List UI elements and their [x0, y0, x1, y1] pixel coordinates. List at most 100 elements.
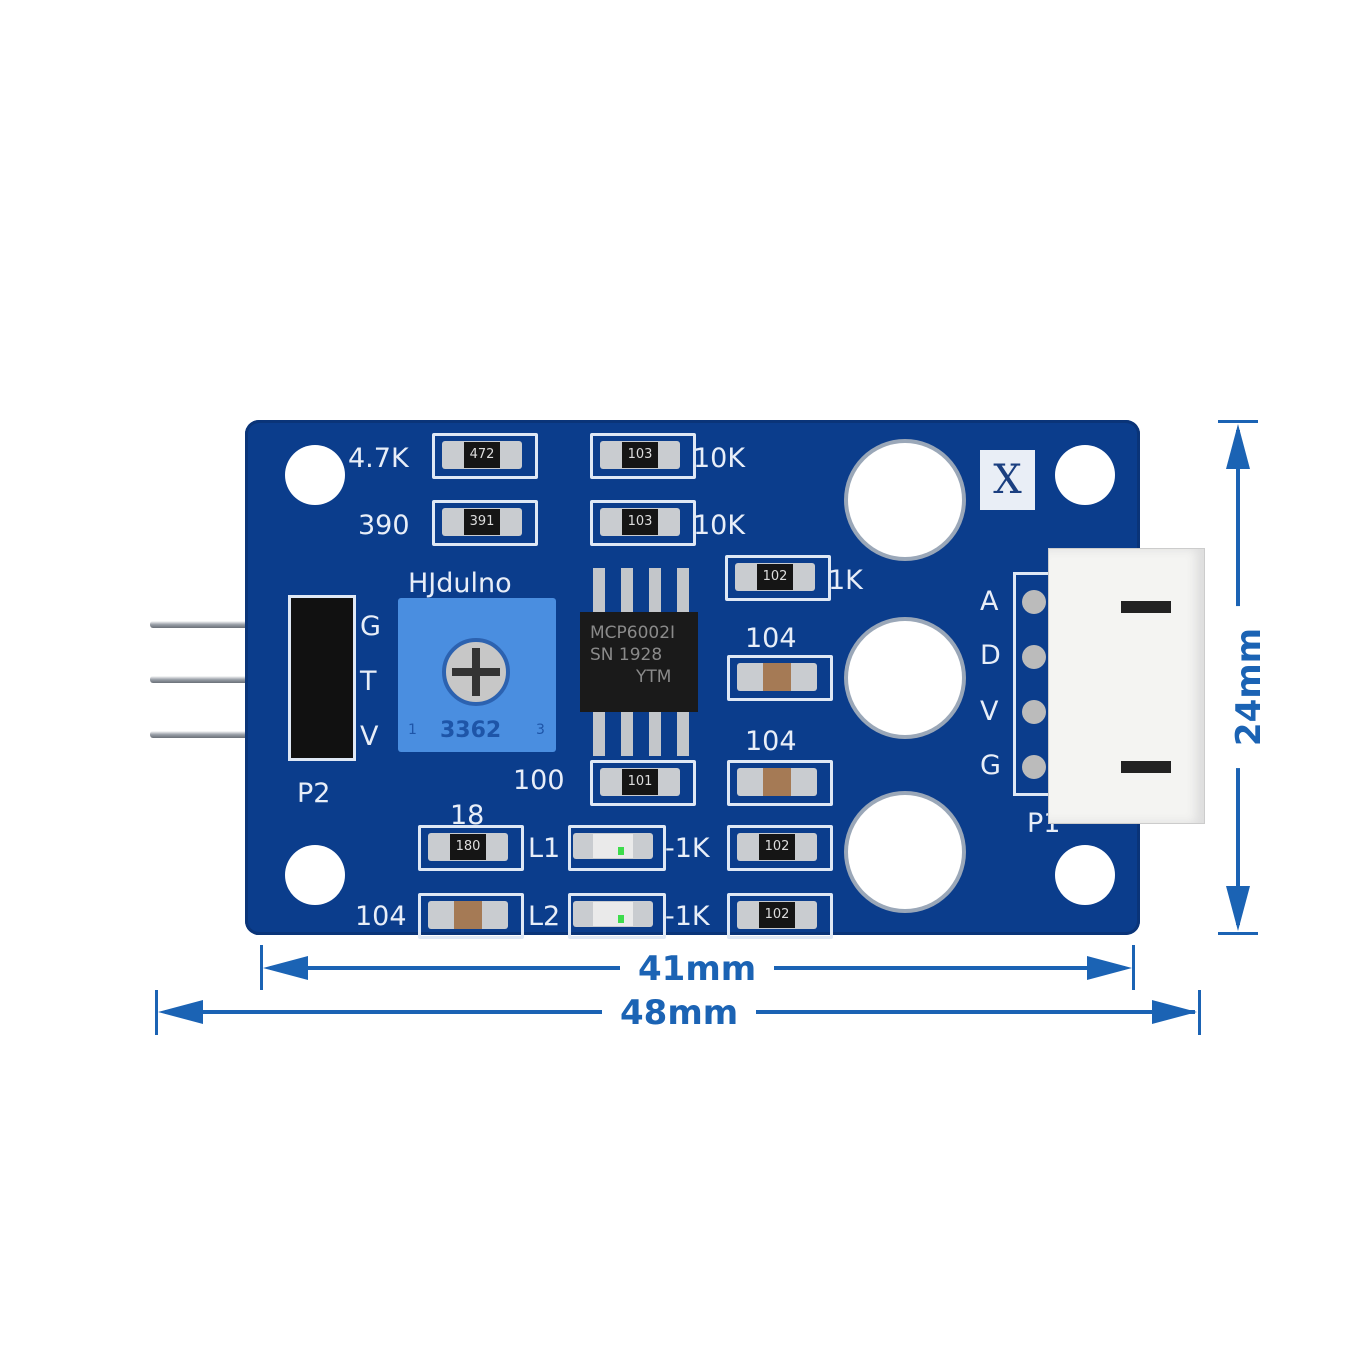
arrow-down-icon: [1226, 886, 1250, 931]
pot-screw-icon: [442, 638, 510, 706]
led-l2-outline: [568, 893, 666, 939]
r-390-label: 390: [358, 510, 410, 541]
resistor-code: 103: [622, 442, 658, 468]
x-marker: X: [980, 450, 1035, 510]
pin-label-g: G: [360, 611, 381, 642]
resistor-code: 103: [622, 509, 658, 535]
r-390-outline: [432, 500, 538, 546]
mounting-hole: [285, 445, 345, 505]
header-pin-t: [150, 676, 300, 683]
r-100-label: 100: [513, 765, 565, 796]
ic-pin: [593, 712, 605, 756]
led-indicator: [618, 915, 624, 923]
pot-model: 3362: [440, 718, 502, 743]
c-104-b-label: 104: [745, 726, 797, 757]
r-47k-label: 4.7K: [348, 443, 409, 474]
r-1k-top-outline: [725, 555, 831, 601]
pin-label-v2: V: [980, 696, 999, 727]
arrow-right-icon: [1152, 1000, 1197, 1024]
pot-pin3: 3: [536, 722, 545, 738]
ic-line2b: 1928: [618, 645, 663, 665]
ic-pin: [677, 712, 689, 756]
mounting-hole: [1055, 445, 1115, 505]
header-p2: [288, 595, 356, 761]
led-l2-label: L2: [528, 901, 561, 932]
arrow-up-icon: [1226, 424, 1250, 469]
brand-label: HJdulno: [408, 568, 512, 599]
mounting-hole: [1055, 845, 1115, 905]
jst-pins: [1022, 590, 1052, 780]
r-18-outline: [418, 825, 524, 871]
r-10k-a-outline: [590, 433, 696, 479]
ic-line3: YTM: [636, 667, 672, 687]
pin-label-v: V: [360, 721, 379, 752]
large-hole: [848, 443, 962, 557]
resistor-code: 101: [622, 769, 658, 795]
capacitor-body: [763, 768, 791, 796]
r-18-label: 18: [450, 800, 485, 831]
ic-pin: [649, 712, 661, 756]
r-1k-l2-outline: [727, 893, 833, 939]
r-1k-l1-outline: [727, 825, 833, 871]
dim-41mm-label: 41mm: [620, 952, 775, 986]
led-l1-res-label: -1K: [665, 833, 710, 864]
pcb-board: X G T V P2 HJdulno 3362 1 3 MCP6002I SN …: [245, 420, 1140, 939]
resistor-code: 102: [759, 834, 795, 860]
capacitor-body: [763, 663, 791, 691]
dim-tick: [1132, 945, 1135, 990]
ic-line1: MCP6002I: [590, 623, 676, 643]
pin-label-t: T: [360, 666, 377, 697]
led-l2-res-label: -1K: [665, 901, 710, 932]
r-47k-outline: [432, 433, 538, 479]
pin-label-a: A: [980, 586, 999, 617]
resistor-code: 472: [464, 442, 500, 468]
arrow-right-icon: [1087, 956, 1132, 980]
jst-connector: [1048, 548, 1205, 824]
arrow-left-icon: [263, 956, 308, 980]
ic-pin: [649, 568, 661, 612]
c-104-a-outline: [727, 655, 833, 701]
dim-48mm-label: 48mm: [602, 996, 757, 1030]
header-pin-g: [150, 621, 300, 628]
c-104-b-outline: [727, 760, 833, 806]
ic-pin: [621, 568, 633, 612]
dim-tick: [260, 945, 263, 990]
large-hole: [848, 621, 962, 735]
dim-tick: [1218, 420, 1258, 423]
header-pin-v: [150, 731, 300, 738]
r-10k-b-outline: [590, 500, 696, 546]
resistor-code: 102: [759, 902, 795, 928]
dim-height-label: 24mm: [1222, 605, 1277, 769]
r-10k-b-label: 10K: [693, 510, 746, 541]
capacitor-body: [454, 901, 482, 929]
r-100-outline: [590, 760, 696, 806]
ic-mcp6002: MCP6002I SN 1928 YTM: [580, 612, 698, 712]
dim-tick: [155, 990, 158, 1035]
led-body: [593, 834, 633, 858]
led-l1-label: L1: [528, 833, 561, 864]
r-10k-a-label: 10K: [693, 443, 746, 474]
c-104-a-label: 104: [745, 623, 797, 654]
ic-pin: [593, 568, 605, 612]
mounting-hole: [285, 845, 345, 905]
header-p2-label: P2: [297, 778, 331, 809]
resistor-code: 180: [450, 834, 486, 860]
pin-label-d: D: [980, 640, 1001, 671]
dim-tick: [1198, 990, 1201, 1035]
resistor-code: 102: [757, 564, 793, 590]
dim-tick: [1218, 932, 1258, 935]
ic-line2: SN: [590, 645, 614, 665]
led-l1-outline: [568, 825, 666, 871]
potentiometer: 3362 1 3: [398, 598, 556, 752]
pin-label-g2: G: [980, 750, 1001, 781]
arrow-left-icon: [158, 1000, 203, 1024]
large-hole: [848, 795, 962, 909]
r-1k-top-label: 1K: [828, 565, 863, 596]
pot-pin1: 1: [408, 722, 417, 738]
ic-pin: [677, 568, 689, 612]
led-body: [593, 902, 633, 926]
ic-pin: [621, 712, 633, 756]
c-104-c-label: 104: [355, 901, 407, 932]
led-indicator: [618, 847, 624, 855]
